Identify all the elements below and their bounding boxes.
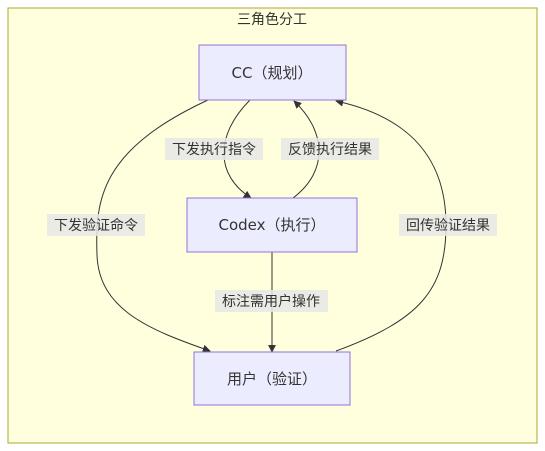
edge-label-mark-user-action: 标注需用户操作 <box>215 290 328 312</box>
svg-text:标注需用户操作: 标注需用户操作 <box>222 293 320 310</box>
edge-label-return-verify: 回传验证结果 <box>399 214 497 236</box>
node-user: 用户（验证） <box>193 351 351 406</box>
node-codex-label: Codex（执行） <box>218 216 325 234</box>
node-user-label: 用户（验证） <box>227 370 317 388</box>
cluster-title: 三角色分工 <box>237 11 307 28</box>
node-codex: Codex（执行） <box>186 197 358 253</box>
svg-text:下发验证命令: 下发验证命令 <box>54 217 138 234</box>
svg-text:下发执行指令: 下发执行指令 <box>172 142 256 158</box>
svg-text:回传验证结果: 回传验证结果 <box>406 218 490 234</box>
node-cc: CC（规划） <box>198 44 347 101</box>
node-cc-label: CC（规划） <box>232 64 313 82</box>
edge-cc-to-user <box>96 99 211 353</box>
edge-label-feedback-result: 反馈执行结果 <box>281 138 379 160</box>
svg-text:反馈执行结果: 反馈执行结果 <box>288 142 372 158</box>
edge-label-dispatch-verify: 下发验证命令 <box>47 214 145 236</box>
edge-label-dispatch-instruction: 下发执行指令 <box>165 138 263 160</box>
